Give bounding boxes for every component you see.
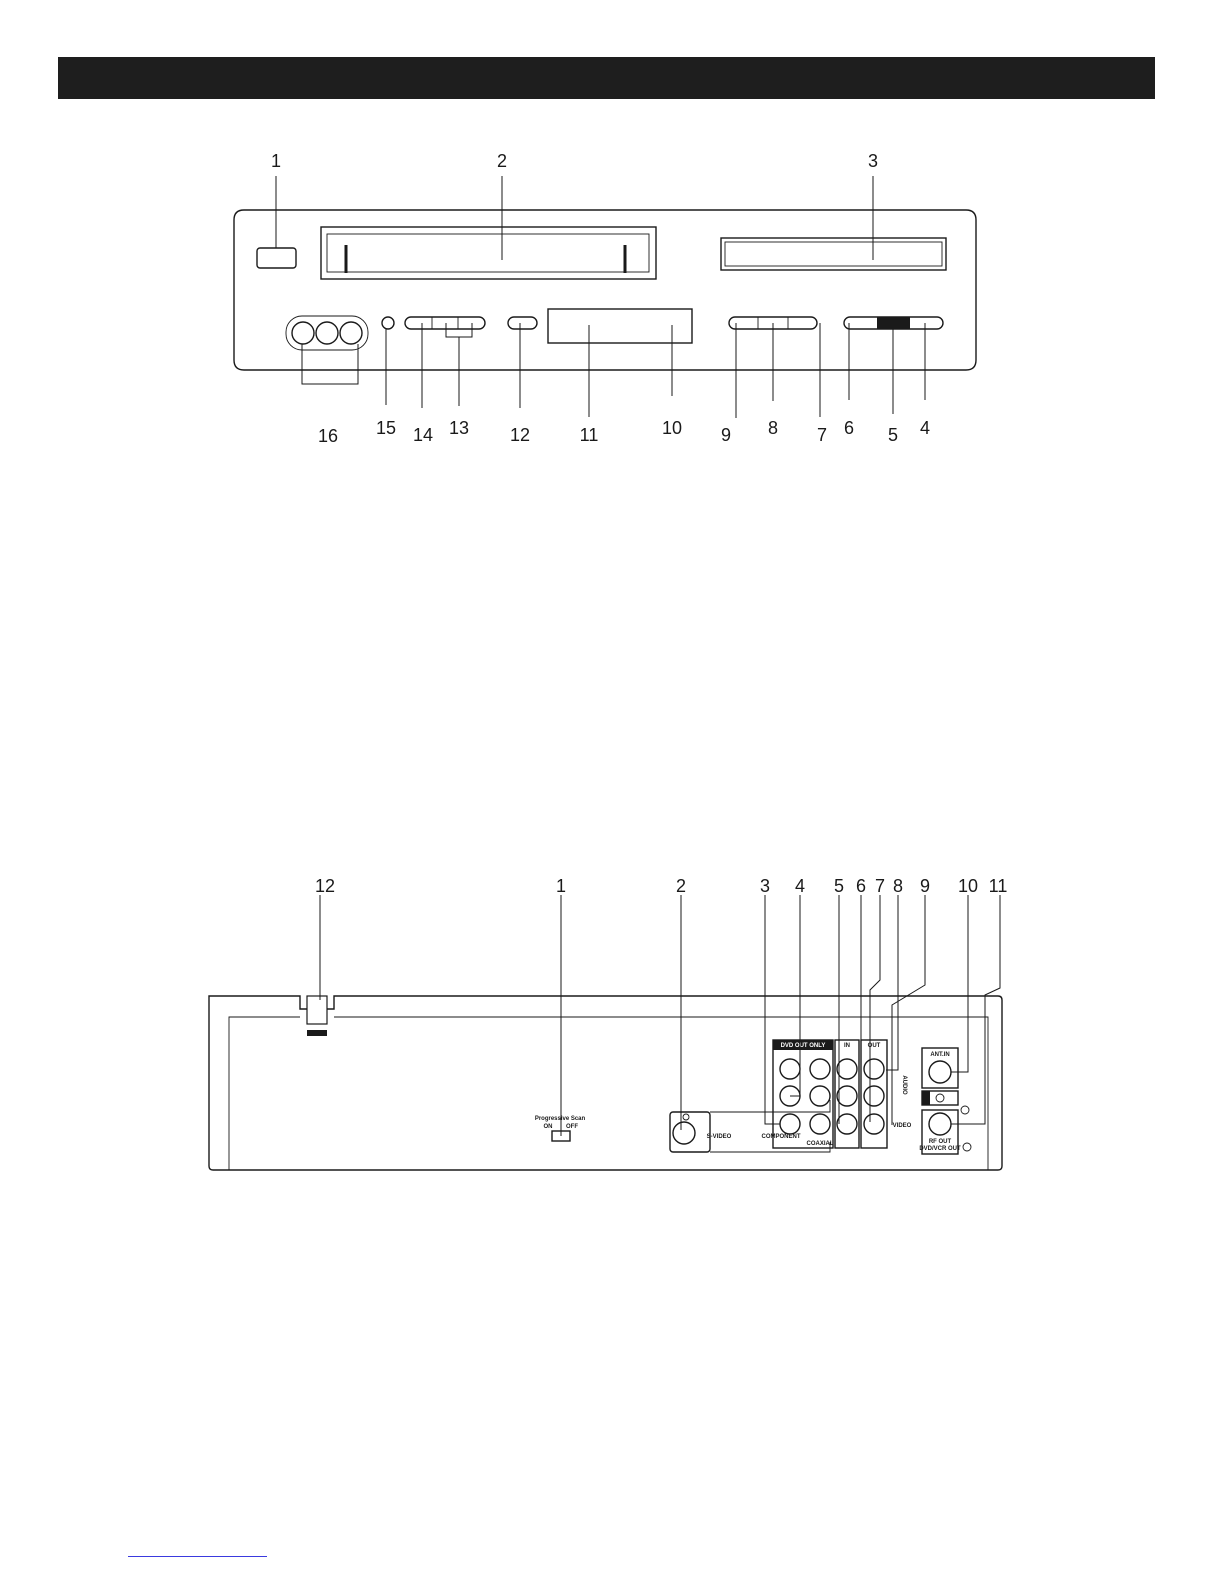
section-header-bar [58,57,1155,99]
rear-callout-11: 11 [989,876,1008,896]
dvd-out-only-label: DVD OUT ONLY [781,1043,826,1049]
rear-panel-body [209,996,1002,1170]
power-button-shape [257,248,296,268]
front-callout-6: 6 [844,418,854,438]
av-jack-2 [316,322,338,344]
dvd-vcr-out-label: DVD/VCR OUT [919,1146,961,1152]
rf-out-label: RF OUT [929,1139,952,1145]
rear-callout-4: 4 [795,876,805,896]
front-callout-2: 2 [497,151,507,171]
disc-tray-inner [725,242,942,266]
footer-link-underline [128,1556,267,1557]
display-window [548,309,692,343]
front-callout-10: 10 [662,418,682,438]
rear-callout-2: 2 [676,876,686,896]
power-cord [307,996,327,1024]
front-callout-8: 8 [768,418,778,438]
video-label: VIDEO [893,1123,912,1129]
front-callout-11: 11 [580,425,599,445]
front-callout-5: 5 [888,425,898,445]
progressive-on-label: ON [544,1124,553,1130]
progressive-scan-label: Progressive Scan [535,1116,586,1122]
component-label: COMPONENT [762,1134,801,1140]
dvd-out-only-block [773,1040,833,1148]
audio-label: AUDIO [901,1075,907,1095]
s-video-jack [673,1122,695,1144]
ant-in-jack [929,1061,951,1083]
rear-callout-9: 9 [920,876,930,896]
rear-callout-7: 7 [875,876,885,896]
headphone-jack [382,317,394,329]
coaxial-label: COAXIAL [807,1141,834,1147]
in-label: IN [844,1043,850,1049]
rear-callout-10: 10 [958,876,978,896]
button-group-left [405,317,485,329]
front-callout-3: 3 [868,151,878,171]
rear-panel-diagram: Progressive Scan ON OFF S-VIDEO COMPONEN… [0,860,1224,1190]
rear-callout-8: 8 [893,876,903,896]
rear-callout-1: 1 [556,876,566,896]
tape-slot-inner [327,234,649,272]
front-callout-14: 14 [413,425,433,445]
rf-out-jack [929,1113,951,1135]
progressive-off-label: OFF [566,1124,578,1130]
front-callout-13: 13 [449,418,469,438]
s-video-box [670,1112,710,1152]
front-callout-4: 4 [920,418,930,438]
front-panel-diagram: 1 2 3 4 5 6 7 8 9 10 11 12 13 14 15 16 [0,130,1224,460]
front-callout-15: 15 [376,418,396,438]
rear-callout-12: 12 [315,876,335,896]
front-callout-7: 7 [817,425,827,445]
av-jack-3 [340,322,362,344]
av-jack-bay [286,316,368,350]
single-button [508,317,537,329]
front-callout-16: 16 [318,426,338,446]
tape-slot-outer [321,227,656,279]
front-callout-1: 1 [271,151,281,171]
ant-in-label: ANT.IN [930,1052,949,1058]
disc-tray-outer [721,238,946,270]
rear-callout-6: 6 [856,876,866,896]
rear-callout-5: 5 [834,876,844,896]
rear-callout-3: 3 [760,876,770,896]
av-jack-1 [292,322,314,344]
front-callout-9: 9 [721,425,731,445]
s-video-label: S-VIDEO [707,1134,732,1140]
front-callout-12: 12 [510,425,530,445]
